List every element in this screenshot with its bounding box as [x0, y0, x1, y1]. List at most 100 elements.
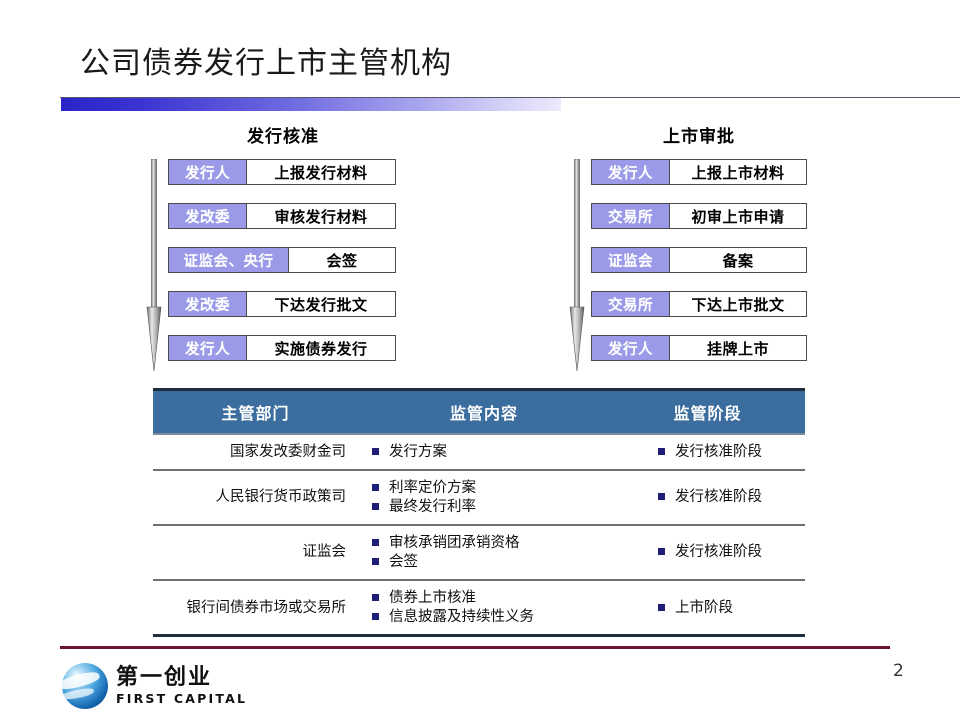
- bullet-list: 发行核准阶段: [658, 543, 805, 561]
- list-item: 会签: [372, 553, 610, 571]
- square-bullet-icon: [372, 558, 379, 565]
- down-arrow-listing-approval: [569, 159, 585, 371]
- cell-content: 发行方案: [358, 433, 610, 471]
- flow-action-label: 实施债券发行: [274, 339, 368, 358]
- bullet-list: 审核承销团承销资格 会签: [372, 534, 610, 571]
- bullet-list: 债券上市核准 信息披露及持续性义务: [372, 589, 610, 626]
- down-arrow-issuance-approval: [146, 159, 162, 371]
- list-item: 发行核准阶段: [658, 543, 805, 561]
- list-item-label: 发行核准阶段: [675, 489, 762, 506]
- cell-content: 审核承销团承销资格 会签: [358, 524, 610, 582]
- square-bullet-icon: [372, 613, 379, 621]
- flow-row[interactable]: 发改委 下达发行批文: [168, 291, 396, 317]
- flow-row[interactable]: 证监会、央行 会签: [168, 247, 396, 273]
- flow-row[interactable]: 发行人 挂牌上市: [591, 335, 807, 361]
- cell-stage: 发行核准阶段: [610, 469, 805, 526]
- flow-actor-label: 发行人: [592, 336, 670, 360]
- list-item: 审核承销团承销资格: [372, 534, 610, 552]
- flow-actor-label: 发行人: [592, 160, 670, 184]
- logo-english-name: FIRST CAPITAL: [116, 691, 248, 707]
- list-item: 发行方案: [372, 443, 610, 461]
- square-bullet-icon: [658, 447, 665, 455]
- flow-actor-label: 证监会: [592, 248, 670, 272]
- flow-column-listing-approval: 上市审批 发行人 上报上市材料 交易所 初审上市申请: [569, 122, 807, 371]
- square-bullet-icon: [372, 538, 379, 546]
- list-item: 信息披露及持续性义务: [372, 608, 610, 626]
- bullet-list: 发行方案: [372, 443, 610, 461]
- square-bullet-icon: [658, 603, 665, 611]
- flow-row[interactable]: 交易所 初审上市申请: [591, 203, 807, 229]
- flow-action-label: 会签: [326, 251, 358, 270]
- square-bullet-icon: [372, 502, 379, 510]
- table-header-stage: 监管阶段: [610, 388, 805, 435]
- flow-heading-listing-approval: 上市审批: [663, 127, 735, 147]
- flow-action-label: 下达上市批文: [691, 295, 785, 314]
- flow-action-label: 下达发行批文: [274, 295, 368, 314]
- square-bullet-icon: [658, 548, 665, 556]
- flow-actor-label: 证监会、央行: [169, 248, 289, 272]
- page-number: 2: [893, 661, 904, 681]
- flow-rows-issuance-approval: 发行人 上报发行材料 发改委 审核发行材料 证监会、央行 会签 发改委 下达发行…: [168, 159, 396, 361]
- list-item-label: 利率定价方案: [389, 479, 476, 496]
- table-row: 国家发改委财金司 发行方案 发行核准阶段: [153, 433, 805, 471]
- list-item: 发行核准阶段: [658, 443, 805, 461]
- regulator-table: 主管部门 监管内容 监管阶段 国家发改委财金司 发行方案 发行核准阶段 人民银行…: [153, 388, 805, 638]
- bullet-list: 利率定价方案 最终发行利率: [372, 479, 610, 516]
- list-item-label: 发行核准阶段: [675, 544, 762, 561]
- bullet-list: 发行核准阶段: [658, 443, 805, 461]
- title-divider-line: [60, 97, 960, 98]
- list-item-label: 会签: [389, 554, 418, 570]
- cell-content: 债券上市核准 信息披露及持续性义务: [358, 580, 610, 638]
- table-header-content: 监管内容: [358, 388, 610, 435]
- table-header: 主管部门 监管内容 监管阶段: [153, 388, 805, 435]
- table-header-department: 主管部门: [153, 388, 358, 435]
- square-bullet-icon: [372, 483, 379, 491]
- cell-content: 利率定价方案 最终发行利率: [358, 469, 610, 526]
- flow-actor-label: 发行人: [169, 336, 247, 360]
- flow-action-label: 审核发行材料: [274, 207, 368, 226]
- flow-actor-label: 交易所: [592, 204, 670, 228]
- list-item: 债券上市核准: [372, 589, 610, 607]
- list-item-label: 上市阶段: [675, 599, 733, 616]
- list-item-label: 发行方案: [389, 443, 447, 460]
- flow-actor-label: 交易所: [592, 292, 670, 316]
- globe-icon: [62, 663, 108, 709]
- flow-action-label: 上报上市材料: [691, 163, 785, 182]
- flow-actor-label: 发改委: [169, 292, 247, 316]
- flow-row[interactable]: 发改委 审核发行材料: [168, 203, 396, 229]
- flow-action-label: 挂牌上市: [706, 339, 769, 358]
- flow-column-issuance-approval: 发行核准 发行人 上报发行材料 发改委 审核发行材料: [146, 122, 396, 371]
- cell-department: 银行间债券市场或交易所: [153, 580, 358, 638]
- title-divider-gradient: [61, 98, 561, 111]
- cell-department: 人民银行货币政策司: [153, 469, 358, 526]
- cell-department: 证监会: [153, 524, 358, 582]
- logo-text: 第一创业 FIRST CAPITAL: [116, 666, 247, 706]
- list-item-label: 信息披露及持续性义务: [389, 609, 534, 626]
- square-bullet-icon: [372, 447, 379, 455]
- table-header-row: 主管部门 监管内容 监管阶段: [153, 388, 805, 435]
- list-item: 发行核准阶段: [658, 488, 805, 506]
- list-item: 最终发行利率: [372, 498, 610, 516]
- flow-row[interactable]: 发行人 实施债券发行: [168, 335, 396, 361]
- flow-row[interactable]: 发行人 上报发行材料: [168, 159, 396, 185]
- list-item-label: 债券上市核准: [389, 590, 476, 607]
- flow-rows-listing-approval: 发行人 上报上市材料 交易所 初审上市申请 证监会 备案 交易所 下达上市批文 …: [591, 159, 807, 361]
- list-item-label: 发行核准阶段: [675, 443, 762, 460]
- list-item: 上市阶段: [658, 599, 805, 617]
- table-row: 人民银行货币政策司 利率定价方案 最终发行利率 发行核准阶段: [153, 469, 805, 526]
- page-title: 公司债券发行上市主管机构: [80, 46, 452, 81]
- flow-action-label: 初审上市申请: [691, 207, 785, 226]
- flow-row[interactable]: 交易所 下达上市批文: [591, 291, 807, 317]
- list-item-label: 审核承销团承销资格: [389, 534, 520, 551]
- square-bullet-icon: [372, 594, 379, 602]
- flow-heading-issuance-approval: 发行核准: [247, 127, 319, 147]
- logo-chinese-name: 第一创业: [116, 664, 213, 690]
- title-divider: [60, 95, 960, 113]
- table-body: 国家发改委财金司 发行方案 发行核准阶段 人民银行货币政策司 利率定价方案 最终…: [153, 433, 805, 638]
- flow-row[interactable]: 发行人 上报上市材料: [591, 159, 807, 185]
- flow-row[interactable]: 证监会 备案: [591, 247, 807, 273]
- table-row: 证监会 审核承销团承销资格 会签 发行核准阶段: [153, 524, 805, 582]
- table-row: 银行间债券市场或交易所 债券上市核准 信息披露及持续性义务 上市阶段: [153, 580, 805, 638]
- cell-stage: 上市阶段: [610, 580, 805, 638]
- bullet-list: 上市阶段: [658, 599, 805, 617]
